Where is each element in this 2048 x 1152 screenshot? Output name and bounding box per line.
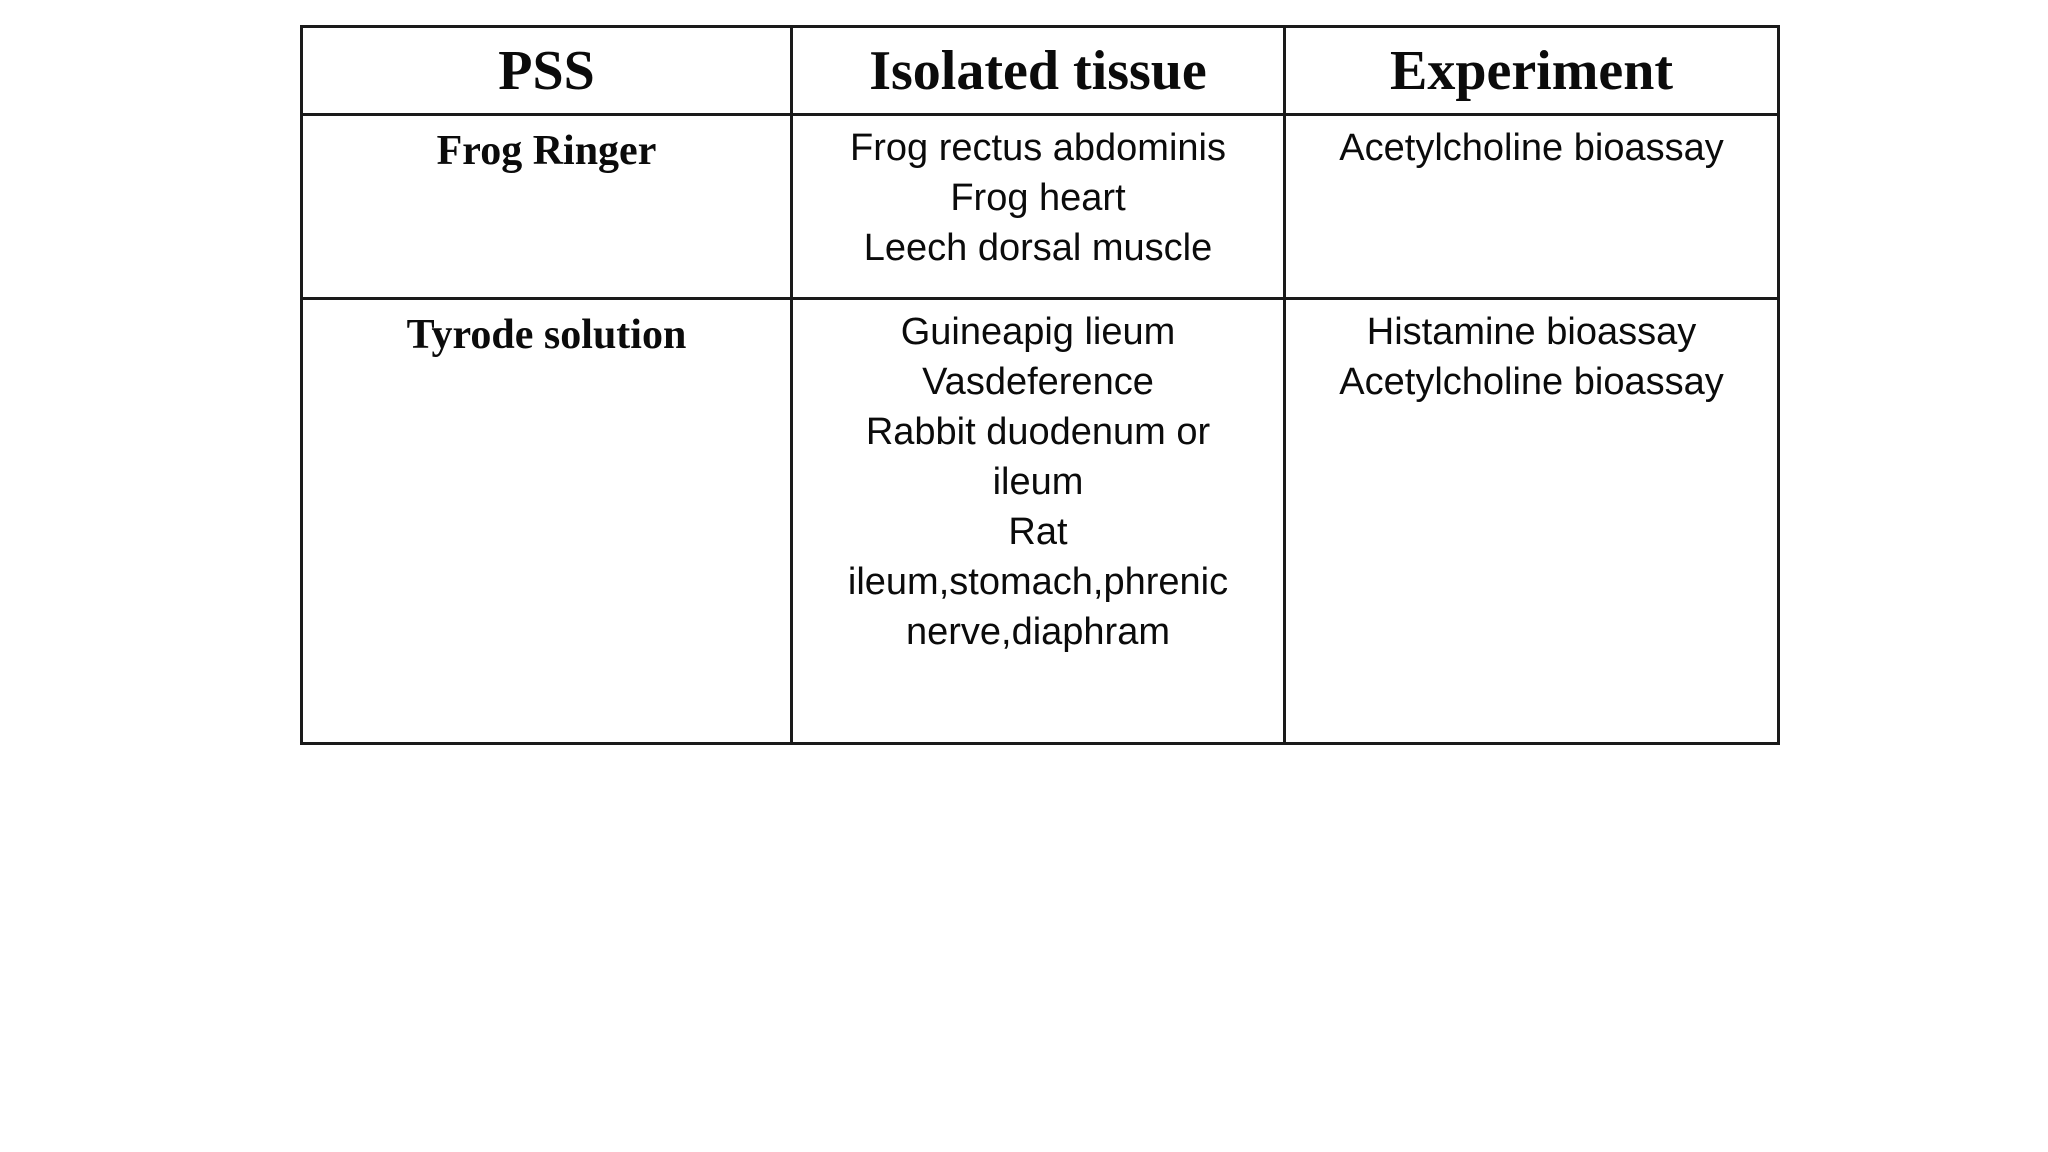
tissue-item: Vasdeference bbox=[922, 361, 1154, 403]
cell-experiments-tyrode-solution: Histamine bioassay Acetylcholine bioassa… bbox=[1283, 297, 1780, 745]
tissue-item: Frog rectus abdominis bbox=[850, 127, 1226, 169]
tissue-item: Rat ileum,stomach,phrenic nerve,diaphram bbox=[847, 511, 1229, 653]
experiment-item: Histamine bioassay bbox=[1366, 311, 1697, 353]
cell-tissues-frog-ringer: Frog rectus abdominis Frog heart Leech d… bbox=[790, 113, 1286, 300]
cell-pss-frog-ringer: Frog Ringer bbox=[300, 113, 793, 300]
cell-tissues-tyrode-solution: Guineapig lieum Vasdeference Rabbit duod… bbox=[790, 297, 1286, 745]
column-header-isolated-tissue: Isolated tissue bbox=[790, 25, 1286, 116]
table-header-row: PSS Isolated tissue Experiment bbox=[300, 25, 1780, 116]
tissue-item: Frog heart bbox=[950, 177, 1126, 219]
tissue-item: Guineapig lieum bbox=[900, 311, 1176, 353]
pss-table: PSS Isolated tissue Experiment Frog Ring… bbox=[300, 25, 1780, 745]
experiment-item: Acetylcholine bioassay bbox=[1339, 127, 1724, 169]
tissue-item: Leech dorsal muscle bbox=[863, 227, 1213, 269]
table-row-frog-ringer: Frog Ringer Frog rectus abdominis Frog h… bbox=[300, 113, 1780, 300]
column-header-pss: PSS bbox=[300, 25, 793, 116]
cell-experiments-frog-ringer: Acetylcholine bioassay bbox=[1283, 113, 1780, 300]
experiment-item: Acetylcholine bioassay bbox=[1339, 361, 1724, 403]
cell-pss-tyrode-solution: Tyrode solution bbox=[300, 297, 793, 745]
column-header-experiment: Experiment bbox=[1283, 25, 1780, 116]
table-row-tyrode-solution: Tyrode solution Guineapig lieum Vasdefer… bbox=[300, 297, 1780, 745]
tissue-item: Rabbit duodenum or ileum bbox=[865, 411, 1211, 503]
